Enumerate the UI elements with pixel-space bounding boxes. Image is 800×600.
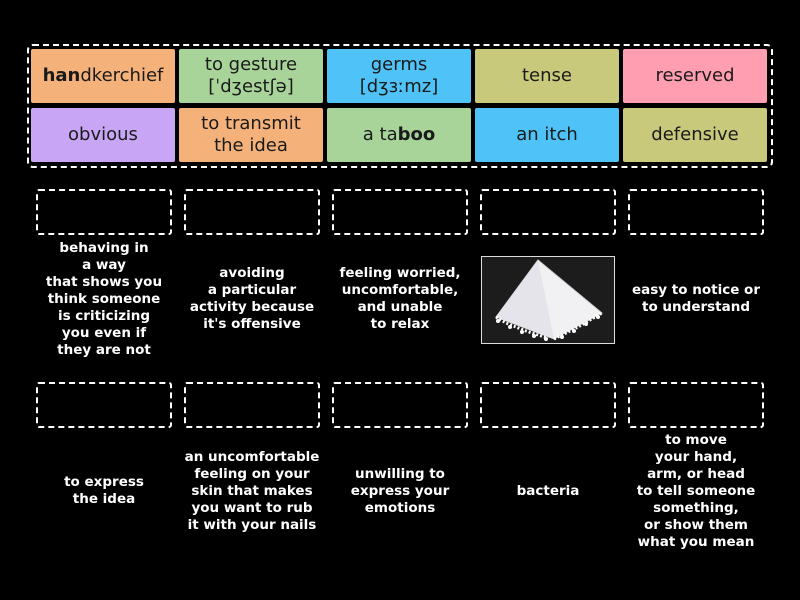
drop-slot-9[interactable] <box>480 382 616 428</box>
word-tile-10[interactable]: defensive <box>623 108 767 162</box>
definition-7: an uncomfortable feeling on your skin th… <box>184 448 320 533</box>
drop-slot-4[interactable] <box>480 189 616 235</box>
drop-slot-2[interactable] <box>184 189 320 235</box>
drop-slot-3[interactable] <box>332 189 468 235</box>
word-tile-label: to transmit the idea <box>201 113 301 156</box>
definition-2: avoiding a particular activity because i… <box>189 265 315 332</box>
drop-slot-1[interactable] <box>36 189 172 235</box>
word-tile-label: reserved <box>655 65 735 86</box>
drop-slot-7[interactable] <box>184 382 320 428</box>
word-tile-4[interactable]: tense <box>475 49 619 103</box>
word-tile-label: defensive <box>651 124 739 145</box>
drop-slot-6[interactable] <box>36 382 172 428</box>
word-tile-7[interactable]: to transmit the idea <box>179 108 323 162</box>
word-tile-3[interactable]: germs [dʒɜːmz] <box>327 49 471 103</box>
handkerchief-image <box>481 256 615 344</box>
word-tile-label: tense <box>522 65 572 86</box>
definition-9: bacteria <box>516 482 580 499</box>
definition-10: to move your hand, arm, or head to tell … <box>636 431 756 550</box>
word-tile-9[interactable]: an itch <box>475 108 619 162</box>
word-tile-8[interactable]: a taboo <box>327 108 471 162</box>
definition-1: behaving in a way that shows you think s… <box>45 239 163 358</box>
word-tile-label: germs [dʒɜːmz] <box>359 54 439 97</box>
word-tile-1[interactable]: handkerchief <box>31 49 175 103</box>
drop-slot-5[interactable] <box>628 189 764 235</box>
word-tile-6[interactable]: obvious <box>31 108 175 162</box>
word-tile-label: to gesture [ˈdʒestʃə] <box>204 54 298 97</box>
word-tile-label: an itch <box>516 124 578 145</box>
definition-8: unwilling to express your emotions <box>350 465 450 516</box>
word-tile-label: handkerchief <box>42 65 164 86</box>
definition-6: to express the idea <box>64 474 144 507</box>
definition-3: feeling worried, uncomfortable, and unab… <box>339 265 461 332</box>
word-tile-5[interactable]: reserved <box>623 49 767 103</box>
drop-slot-10[interactable] <box>628 382 764 428</box>
definition-5: easy to notice or to understand <box>632 282 760 315</box>
drop-slot-8[interactable] <box>332 382 468 428</box>
word-tile-2[interactable]: to gesture [ˈdʒestʃə] <box>179 49 323 103</box>
word-tile-label: a taboo <box>362 124 436 145</box>
word-bank <box>27 44 773 168</box>
word-tile-label: obvious <box>68 124 138 145</box>
